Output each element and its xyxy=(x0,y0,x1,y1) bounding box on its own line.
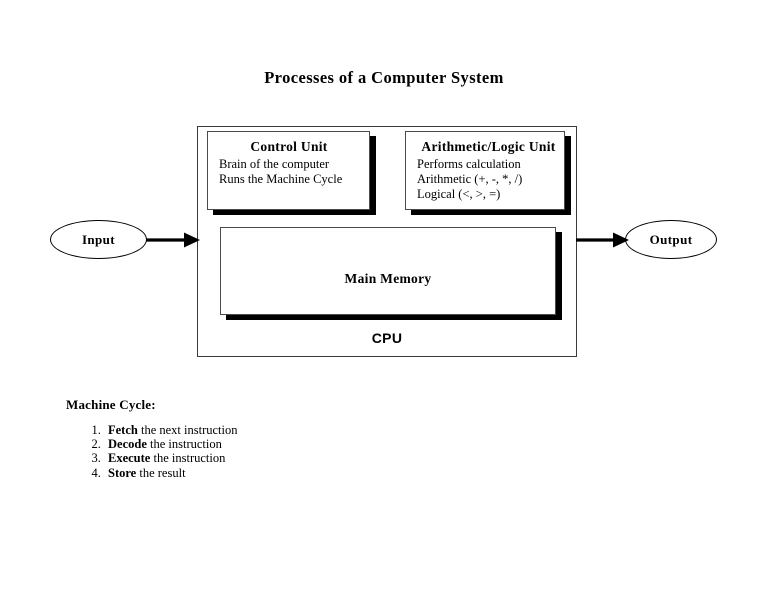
input-node: Input xyxy=(50,220,147,259)
alu-heading: Arithmetic/Logic Unit xyxy=(421,139,556,154)
arithmetic-logic-unit-box: Arithmetic/Logic Unit Performs calculati… xyxy=(405,131,571,215)
machine-cycle-list: Fetch the next instruction Decode the in… xyxy=(66,423,238,480)
main-memory-label: Main Memory xyxy=(344,271,432,286)
alu-line-1: Performs calculation xyxy=(417,157,521,171)
page-title: Processes of a Computer System xyxy=(264,68,504,87)
machine-cycle-heading: Machine Cycle: xyxy=(66,397,156,412)
arrow-right-icon-input xyxy=(146,232,200,248)
machine-cycle-rest-1: the next instruction xyxy=(137,423,238,437)
alu-face: Arithmetic/Logic Unit Performs calculati… xyxy=(405,131,565,210)
machine-cycle-term-3: Execute xyxy=(108,451,151,466)
main-memory-box: Main Memory xyxy=(220,227,562,320)
control-unit-heading: Control Unit xyxy=(250,139,328,154)
list-item: Store the result xyxy=(104,466,238,480)
list-item: Execute the instruction xyxy=(104,451,238,465)
machine-cycle-term-2: Decode xyxy=(108,437,147,452)
list-item: Decode the instruction xyxy=(104,437,238,451)
alu-line-2: Arithmetic (+, -, *, /) xyxy=(417,172,523,186)
arrow-right-icon-output xyxy=(576,232,629,248)
machine-cycle-term-1: Fetch xyxy=(108,423,138,437)
output-node: Output xyxy=(625,220,717,259)
control-unit-line-1: Brain of the computer xyxy=(219,157,330,171)
machine-cycle-term-4: Store xyxy=(108,465,137,480)
machine-cycle-rest-3: the instruction xyxy=(150,451,226,466)
cpu-label: CPU xyxy=(371,330,403,346)
main-memory-face: Main Memory xyxy=(220,227,556,315)
control-unit-line-2: Runs the Machine Cycle xyxy=(219,172,343,186)
machine-cycle-rest-4: the result xyxy=(136,465,186,480)
control-unit-face: Control Unit Brain of the computer Runs … xyxy=(207,131,370,210)
alu-line-3: Logical (<, >, =) xyxy=(417,187,501,201)
machine-cycle-rest-2: the instruction xyxy=(146,437,222,452)
list-item: Fetch the next instruction xyxy=(104,423,238,437)
alu-content: Arithmetic/Logic Unit Performs calculati… xyxy=(406,132,564,202)
control-unit-box: Control Unit Brain of the computer Runs … xyxy=(207,131,376,215)
control-unit-content: Control Unit Brain of the computer Runs … xyxy=(208,132,369,187)
